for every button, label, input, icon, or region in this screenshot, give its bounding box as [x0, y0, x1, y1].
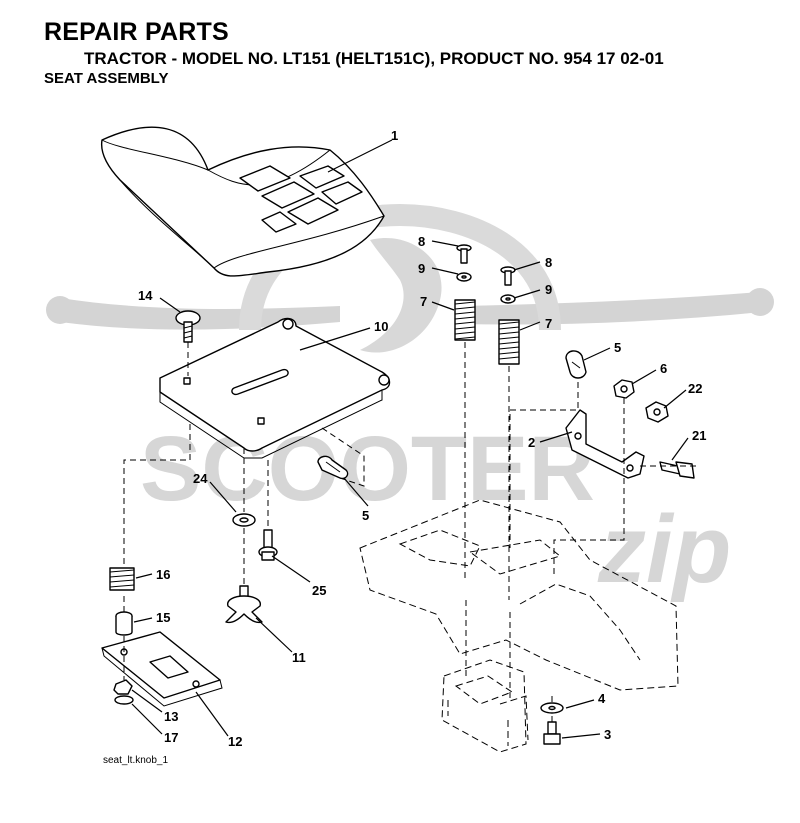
callout-9-left: 9	[418, 261, 425, 276]
callout-11: 11	[292, 650, 306, 665]
callout-4: 4	[598, 691, 606, 706]
seat-part	[100, 126, 385, 277]
screw-right-part	[500, 266, 516, 286]
section-title: SEAT ASSEMBLY	[44, 70, 169, 87]
clip-right-part	[565, 350, 587, 379]
tractor-frame-outline	[359, 499, 679, 753]
callout-14: 14	[138, 288, 153, 303]
callout-8-left: 8	[418, 234, 425, 249]
callout-3: 3	[604, 727, 611, 742]
page-title: REPAIR PARTS	[44, 18, 229, 46]
flange-nut-part	[645, 401, 669, 423]
callout-10: 10	[374, 319, 388, 334]
shoulder-bolt-part	[258, 529, 278, 561]
bottom-bolt-part	[543, 721, 561, 745]
callout-17: 17	[164, 730, 178, 745]
callout-15: 15	[156, 610, 170, 625]
hex-nut-part	[613, 379, 635, 399]
hex-bolt-part	[659, 461, 695, 479]
callout-12: 12	[228, 734, 242, 749]
callout-5-right: 5	[614, 340, 621, 355]
alignment-lines-left	[123, 342, 365, 680]
callout-7-left: 7	[420, 294, 427, 309]
leader-lines	[131, 139, 689, 739]
spacer-part	[115, 611, 133, 636]
watermark-script: zip	[597, 496, 731, 603]
seat-pan-part	[159, 317, 391, 459]
callout-numbers: 1 10 14 8 9 7 8 9 7 5 6 22 21 2 5 24 25 …	[138, 128, 706, 749]
callout-7-right: 7	[545, 316, 552, 331]
bottom-washer-part	[540, 702, 564, 714]
callout-13: 13	[164, 709, 178, 724]
lock-washer-right-part	[500, 294, 516, 304]
small-nut-part	[113, 679, 134, 705]
spring-left-part	[454, 299, 476, 341]
adjustment-knob-part	[225, 585, 263, 624]
callout-16: 16	[156, 567, 170, 582]
callout-5-left: 5	[362, 508, 369, 523]
callout-9-right: 9	[545, 282, 552, 297]
screw-left-part	[456, 244, 472, 264]
callout-21: 21	[692, 428, 706, 443]
callout-2: 2	[528, 435, 535, 450]
model-subtitle: TRACTOR - MODEL NO. LT151 (HELT151C), PR…	[84, 49, 664, 68]
slide-plate-part	[101, 631, 223, 707]
callout-8-right: 8	[545, 255, 552, 270]
spring-right-part	[498, 319, 520, 365]
flat-washer-part	[232, 513, 256, 527]
small-spring-part	[109, 567, 135, 591]
figure-id: seat_lt.knob_1	[103, 755, 168, 766]
alignment-lines-right	[464, 342, 700, 730]
callout-24: 24	[193, 471, 208, 486]
callout-6: 6	[660, 361, 667, 376]
lock-washer-left-part	[456, 272, 472, 282]
callout-25: 25	[312, 583, 326, 598]
callout-22: 22	[688, 381, 702, 396]
watermark-brand: SCOOTER	[140, 418, 595, 520]
callout-1: 1	[391, 128, 398, 143]
